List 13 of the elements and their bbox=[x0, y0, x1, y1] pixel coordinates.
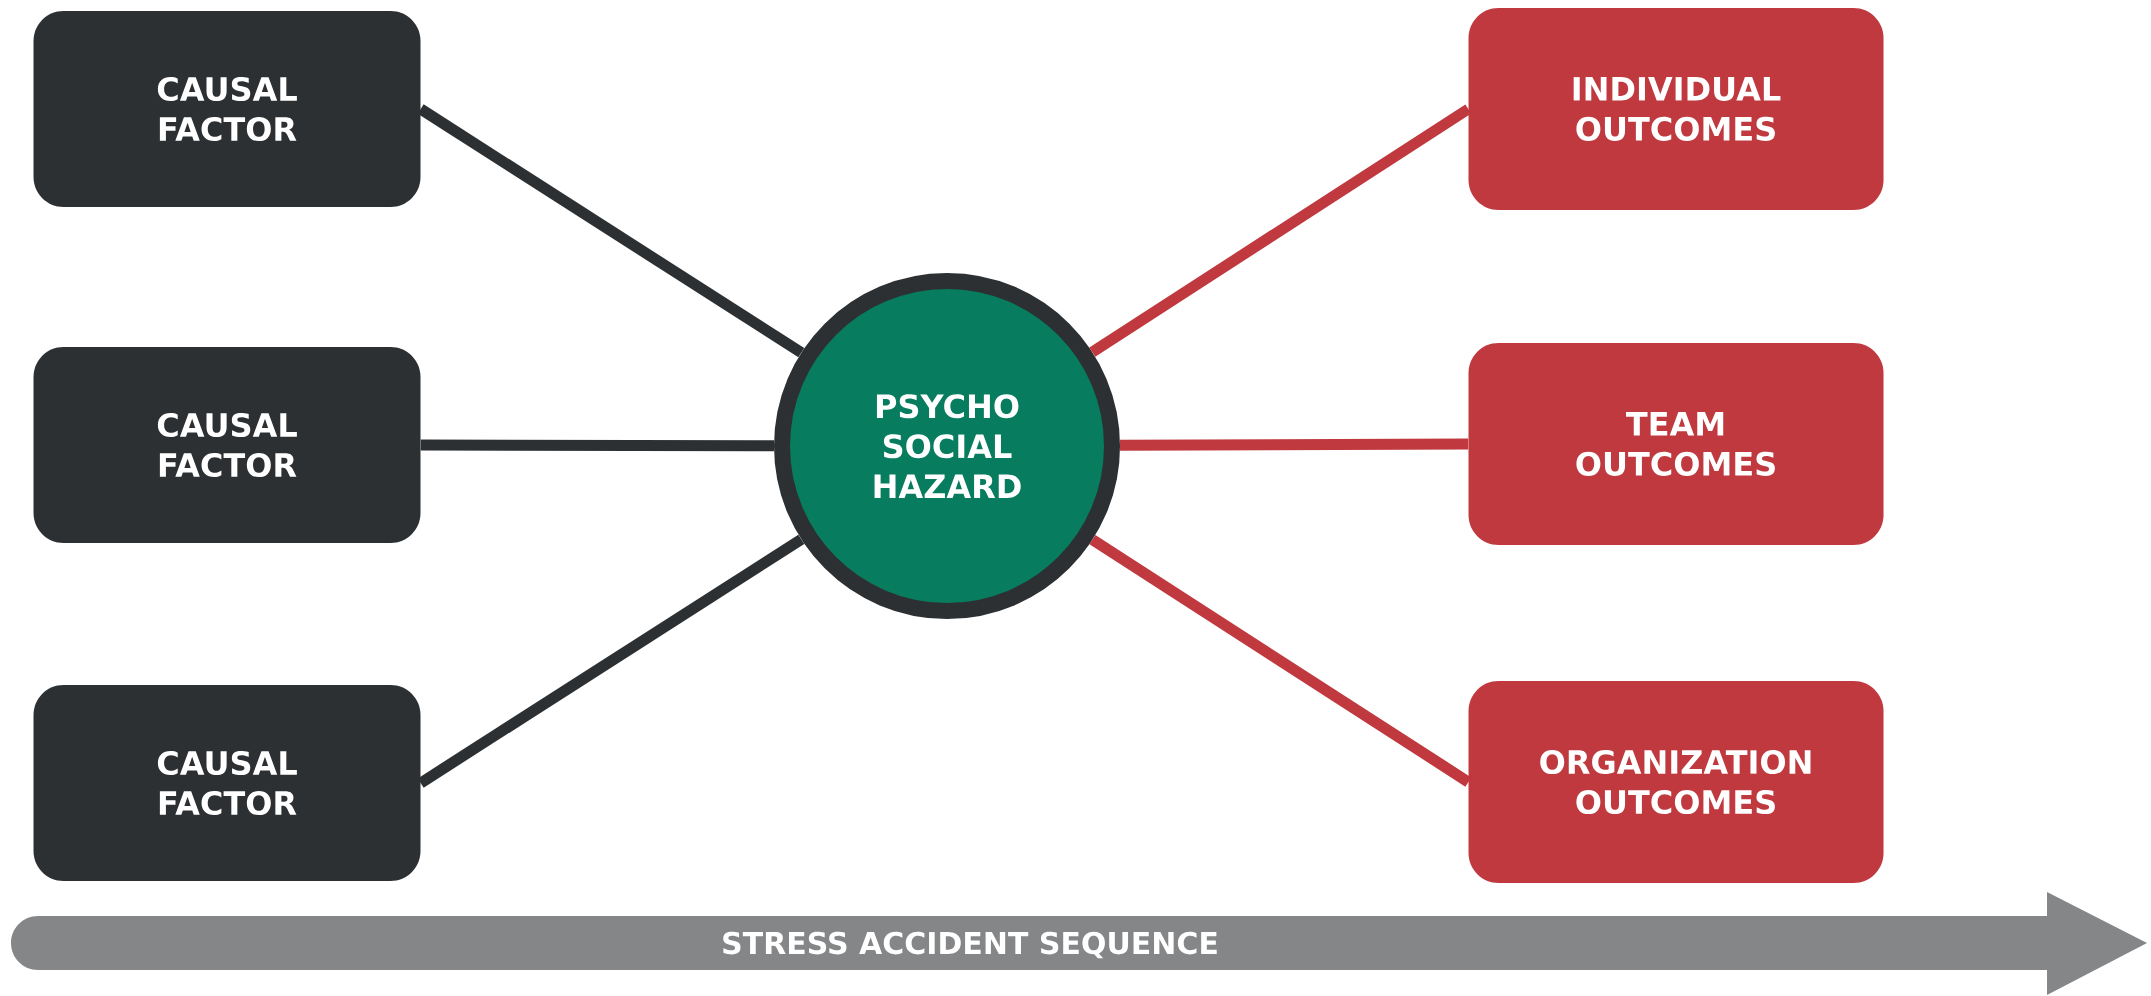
connector-line bbox=[420, 439, 775, 452]
box: INDIVIDUAL OUTCOMES bbox=[1468, 8, 1884, 210]
connector-line bbox=[1089, 535, 1472, 787]
connector-line bbox=[1120, 438, 1469, 451]
connector-line bbox=[417, 104, 805, 358]
arrow-label: STRESS ACCIDENT SEQUENCE bbox=[723, 931, 1217, 959]
connector-line bbox=[1089, 104, 1472, 357]
box: CAUSAL FACTOR bbox=[33, 685, 421, 881]
box: CAUSAL FACTOR bbox=[33, 347, 421, 543]
connector-line bbox=[417, 534, 805, 788]
box: TEAM OUTCOMES bbox=[1468, 343, 1884, 545]
box: ORGANIZATION OUTCOMES bbox=[1468, 681, 1884, 883]
box: CAUSAL FACTOR bbox=[33, 11, 421, 207]
